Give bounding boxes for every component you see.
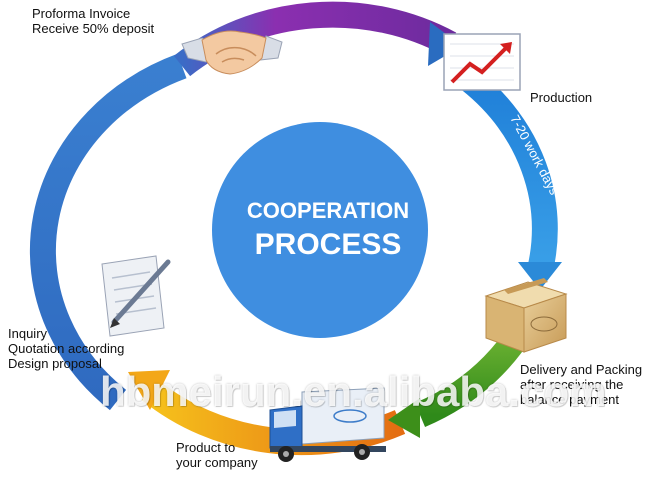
center-title-line2: PROCESS [254,228,402,261]
handshake-icon [181,30,283,75]
watermark-text: hbmeirun.en.alibaba.com [100,368,607,415]
arrow-head-bottom [128,370,170,410]
step-label-line: Inquiry [8,326,48,341]
step-label-product: Product to your company [176,440,258,470]
document-pen-icon [101,255,171,337]
growth-chart-icon [443,33,521,91]
step-label-line: Design proposal [8,356,102,371]
arrow-head-lower-right [388,398,420,438]
step-label-line: balance payment [520,392,620,407]
step-label-line: Product to [176,440,236,455]
center-circle [212,122,428,338]
ring-segment-right [461,69,558,273]
delivery-truck-icon [269,387,386,462]
center-title-line1: COOPERATION [246,198,410,223]
ring-segment-left [29,53,187,411]
step-label-line: your company [176,455,258,470]
package-box-icon [484,278,568,353]
step-label-inquiry: Inquiry Quotation according Design propo… [8,326,124,371]
step-label-line: Production [530,90,593,105]
step-label-line: Quotation according [8,341,125,356]
step-label-line: Delivery and Packing [520,362,643,377]
step-label-line: after receiving the [520,377,624,392]
step-label-delivery: Delivery and Packing after receiving the… [520,362,642,407]
step-label-line: Proforma Invoice [32,6,131,21]
arrow-head-right [518,262,562,290]
step-label-proforma: Proforma Invoice Receive 50% deposit [32,6,154,36]
step-label-production: Production [530,90,592,105]
step-label-line: Receive 50% deposit [32,21,155,36]
